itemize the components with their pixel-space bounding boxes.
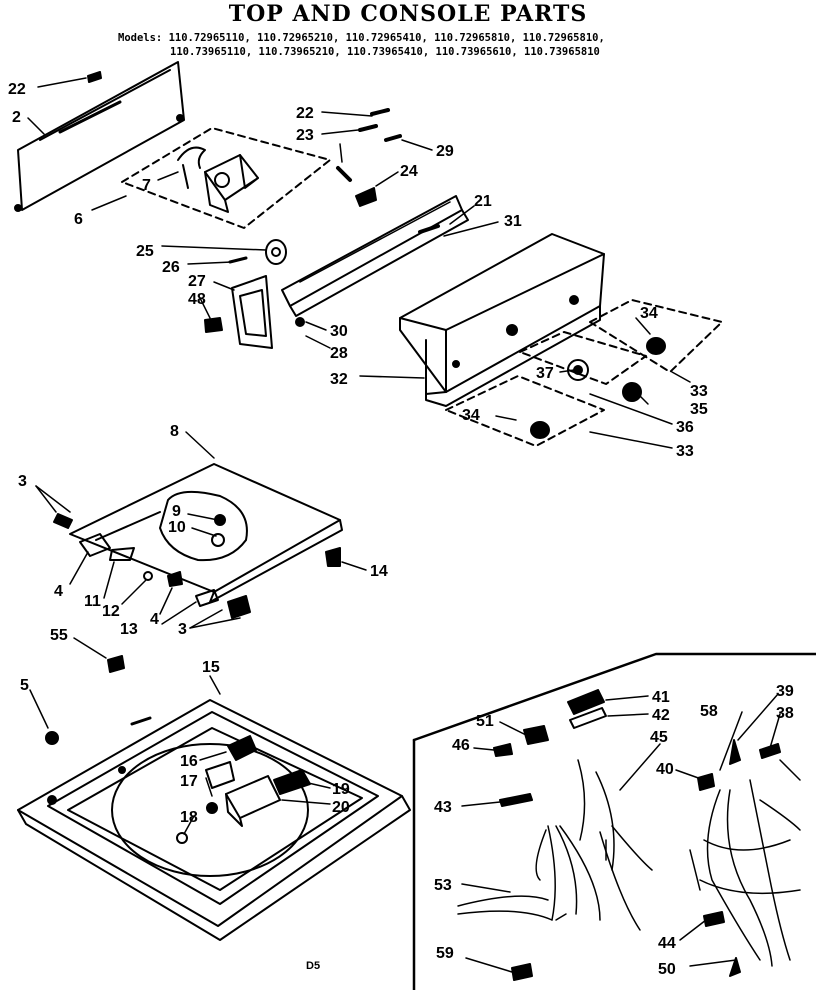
callout-46: 46 [452,737,470,754]
callout-30: 30 [330,323,348,340]
callout-55: 55 [50,627,68,644]
harness-connectors [493,689,781,981]
harness-wires-right [689,759,801,967]
callout-39: 39 [776,683,794,700]
callout-27: 27 [188,273,206,290]
page-code: D5 [306,960,321,972]
callout-18: 18 [180,809,198,826]
callout-29: 29 [436,143,454,160]
console-housing [399,233,605,407]
callout-24: 24 [400,163,418,180]
bracket-27 [204,275,305,349]
page-title: TOP AND CONSOLE PARTS [228,1,588,27]
callout-50: 50 [658,961,676,978]
callout-12: 12 [102,603,120,620]
callout-32: 32 [330,371,348,388]
clip-55 [45,655,125,745]
callout-8: 8 [170,423,179,440]
callout-3a: 3 [18,473,27,490]
hinge-parts [53,513,251,619]
callout-7: 7 [142,177,151,194]
callout-19: 19 [332,781,350,798]
knobs [530,337,666,439]
callout-21: 21 [474,193,492,210]
washer-top [17,699,411,941]
callout-28: 28 [330,345,348,362]
callout-43: 43 [434,799,452,816]
callout-25: 25 [136,243,154,260]
callout-34a: 34 [640,305,658,322]
callout-48: 48 [188,291,206,308]
callout-37: 37 [536,365,554,382]
callout-6: 6 [74,211,83,228]
callout-59: 59 [436,945,454,962]
small-screws [336,108,402,207]
callout-11: 11 [84,593,101,610]
leader-lines [27,77,781,973]
control-rail [228,195,469,317]
callout-14: 14 [370,563,388,580]
switch-parts-top [176,735,311,844]
callout-4b: 4 [150,611,159,628]
screw-22a [87,71,102,83]
callout-22b: 22 [296,105,314,122]
callout-26: 26 [162,259,180,276]
console-back-panel [14,61,185,212]
callout-58: 58 [700,703,718,720]
callout-36: 36 [676,419,694,436]
callout-23: 23 [296,127,314,144]
callout-22: 22 [8,81,26,98]
callout-40: 40 [656,761,674,778]
callout-9: 9 [172,503,181,520]
knob-box-lower [445,375,605,447]
callout-38: 38 [776,705,794,722]
models-line-2: 110.73965110, 110.73965210, 110.73965410… [170,46,600,58]
callout-13: 13 [120,621,138,638]
callout-3b: 3 [178,621,187,638]
callout-41: 41 [652,689,670,706]
callout-42: 42 [652,707,670,724]
callout-34b: 34 [462,407,480,424]
models-label: Models: [118,32,163,44]
timer-area [121,127,331,229]
callout-17: 17 [180,773,198,790]
callout-51: 51 [476,713,494,730]
callout-31: 31 [504,213,522,230]
callout-4a: 4 [54,583,63,600]
callout-2: 2 [12,109,21,126]
models-line-1: 110.72965110, 110.72965210, 110.72965410… [168,32,605,44]
harness-frame [412,652,816,990]
callout-10: 10 [168,519,186,536]
callout-45: 45 [650,729,668,746]
model-list: Models: 110.72965110, 110.72965210, 110.… [118,31,605,59]
knob-box-mid [519,331,647,385]
callout-15: 15 [202,659,220,676]
callout-53: 53 [434,877,452,894]
timer-assembly [177,146,259,213]
callout-35: 35 [690,401,708,418]
callout-33b: 33 [676,443,694,460]
callout-20: 20 [332,799,350,816]
callout-labels: 22 2 6 7 22 23 29 24 21 31 25 26 27 48 3… [8,81,794,978]
callout-33a: 33 [690,383,708,400]
callout-44: 44 [658,935,676,952]
callout-16: 16 [180,753,198,770]
callout-5: 5 [20,677,29,694]
top-lid [69,463,343,603]
harness-wires-left [457,759,653,931]
